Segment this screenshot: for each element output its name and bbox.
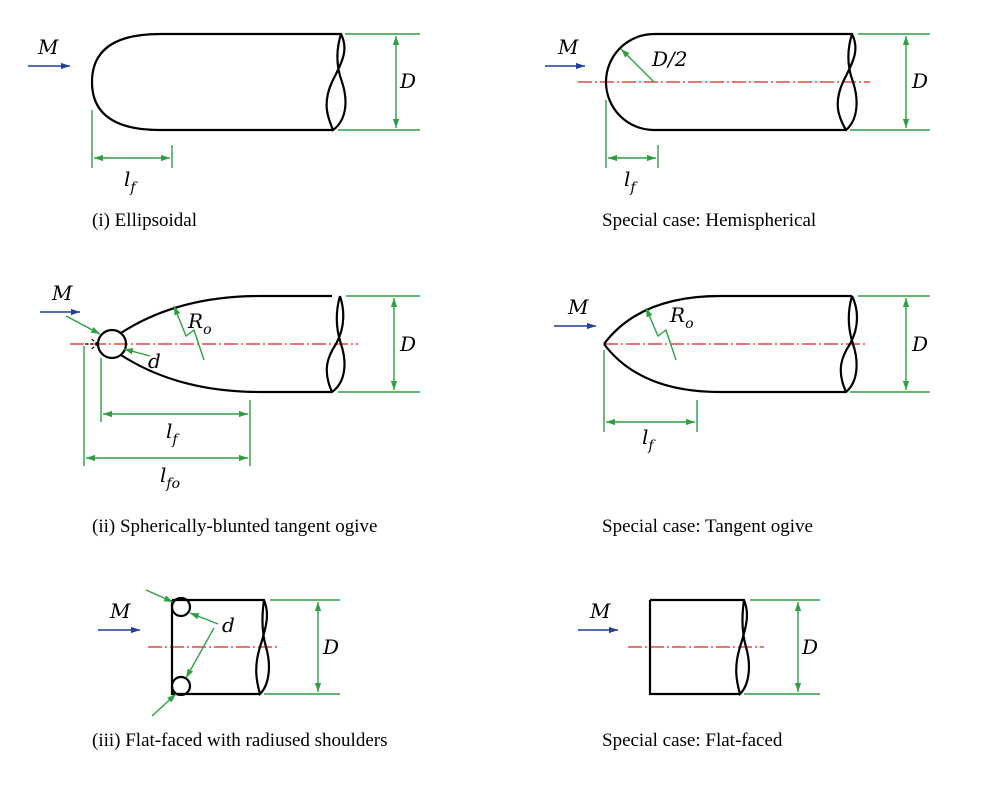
diameter-label: D	[322, 635, 339, 659]
fineness-length-label: lf	[166, 419, 180, 448]
panel-radiused-flat: M d D (iii) Flat-faced with radiused sho…	[92, 589, 387, 751]
shoulder-arrow	[145, 589, 174, 603]
fineness-length-label: lf	[124, 167, 138, 196]
flat-faced-body-outline	[648, 598, 751, 697]
tangent-ogive-body-outline	[603, 294, 858, 394]
panel-caption: (iii) Flat-faced with radiused shoulders	[92, 730, 387, 751]
diameter-label: D	[911, 69, 928, 93]
shoulder-radius-circle	[170, 675, 192, 697]
ogive-radius-label: Ro	[669, 303, 694, 332]
mach-label: M	[557, 35, 579, 59]
panel-tangent-ogive: M Ro D lf Special case: Tangent ogive	[554, 294, 930, 537]
fineness-length-dimension: lf	[100, 358, 251, 466]
full-length-dimension: lfo	[83, 346, 248, 492]
mach-label: M	[37, 35, 59, 59]
ogive-radius-label: Ro	[187, 309, 212, 338]
fineness-length-dimension: lf	[91, 110, 173, 196]
panel-hemispherical: M D/2 D lf Special case: Hemispherical	[545, 32, 930, 231]
mach-label: M	[589, 599, 611, 623]
nose-diameter-arrow	[65, 315, 101, 335]
panel-caption: Special case: Flat-faced	[602, 730, 783, 751]
ogive-radius-leader	[645, 307, 677, 361]
diameter-label: D	[911, 332, 928, 356]
bluntness-label: d	[222, 613, 235, 637]
diameter-label: D	[399, 332, 416, 356]
fineness-length-label: lf	[642, 425, 656, 454]
shoulder-arrow	[185, 627, 215, 679]
diameter-dimension: D	[850, 295, 930, 393]
diameter-label: D	[801, 635, 818, 659]
fineness-length-dimension: lf	[605, 100, 659, 196]
diameter-dimension: D	[744, 599, 820, 695]
blunt-nose-sphere	[96, 328, 128, 360]
full-length-label: lfo	[160, 463, 180, 492]
mach-label: M	[109, 599, 131, 623]
blunted-ogive-body-outline	[120, 294, 346, 394]
panel-caption: (ii) Spherically-blunted tangent ogive	[92, 516, 377, 537]
diameter-dimension: D	[850, 33, 930, 131]
panel-blunted-ogive: M d Ro D lf lfo (ii) Spherically-blunted…	[40, 281, 420, 537]
fineness-length-label: lf	[624, 167, 638, 196]
shoulder-arrow	[151, 693, 177, 717]
fineness-length-dimension: lf	[603, 350, 698, 454]
diameter-dimension: D	[338, 33, 420, 131]
half-diameter-label: D/2	[651, 47, 688, 71]
diameter-dimension: D	[338, 295, 420, 393]
ogive-radius-leader	[173, 305, 205, 361]
hemispherical-body-outline	[604, 32, 858, 132]
panel-caption: Special case: Hemispherical	[602, 210, 816, 231]
bluntness-label: d	[148, 349, 161, 373]
ellipsoidal-body-outline	[90, 32, 347, 132]
diameter-label: D	[399, 69, 416, 93]
shoulder-radius-circle	[170, 596, 192, 618]
nose-diameter-arrow	[123, 348, 151, 357]
panel-ellipsoidal: M D lf (i) Ellipsoidal	[28, 32, 420, 231]
mach-label: M	[51, 281, 73, 305]
radius-arrow	[620, 48, 655, 83]
panel-caption: (i) Ellipsoidal	[92, 210, 197, 231]
shoulder-arrow	[189, 612, 219, 625]
panel-caption: Special case: Tangent ogive	[602, 516, 813, 537]
panel-flat-faced: M D Special case: Flat-faced	[578, 598, 820, 751]
diameter-dimension: D	[264, 599, 340, 695]
mach-label: M	[567, 295, 589, 319]
